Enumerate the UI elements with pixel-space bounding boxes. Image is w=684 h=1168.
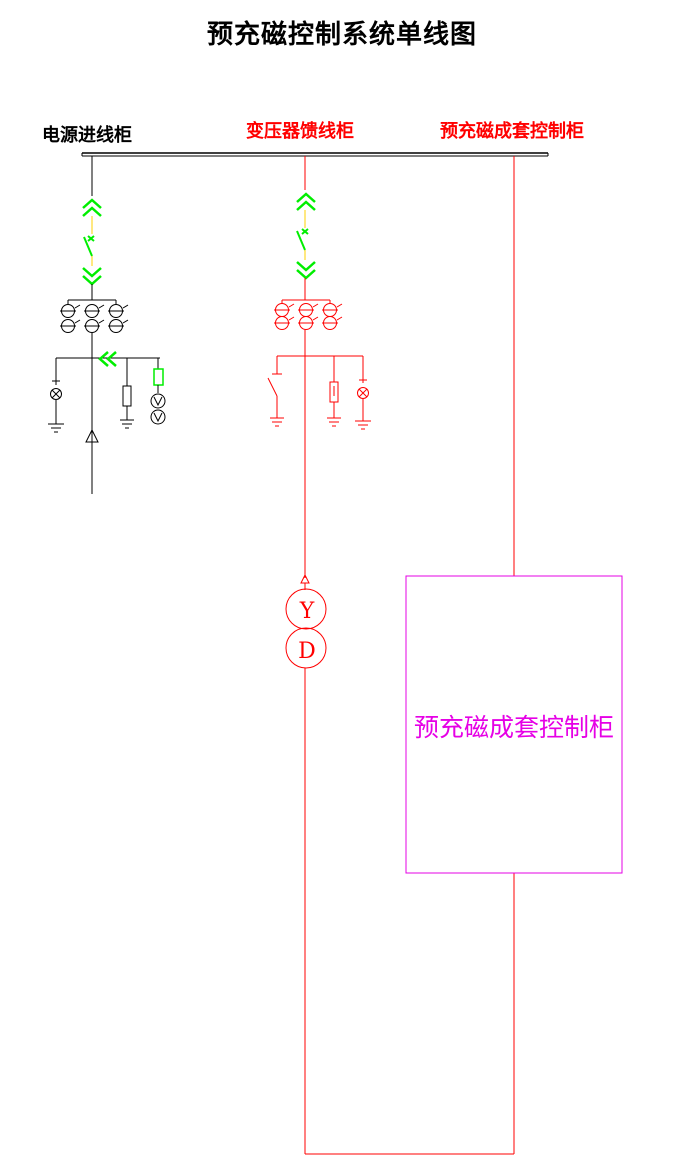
voltage-transformer-icon bbox=[150, 358, 166, 425]
cable-termination-icon bbox=[85, 428, 99, 443]
surge-arrester-icon bbox=[120, 358, 134, 429]
ground-icon bbox=[48, 423, 64, 433]
premag-control-box-label: 预充磁成套控制柜 bbox=[413, 713, 614, 742]
earthing-switch-icon bbox=[267, 356, 284, 427]
premag-control-cabinet-box bbox=[405, 575, 623, 874]
current-transformer-icon bbox=[274, 299, 343, 330]
upper-disconnect-contact-icon bbox=[82, 198, 102, 217]
incoming-cabinet-circuit bbox=[48, 156, 166, 494]
surge-arrester-icon bbox=[327, 356, 341, 427]
diagram-title: 预充磁控制系统单线图 bbox=[206, 20, 477, 50]
indicator-lamp-icon bbox=[355, 356, 371, 430]
incoming-cabinet-label: 电源进线柜 bbox=[42, 125, 132, 146]
transformer-secondary-label: D bbox=[298, 639, 316, 664]
feeder-cabinet-circuit bbox=[267, 156, 515, 1155]
transformer-feeder-label: 变压器馈线柜 bbox=[246, 121, 354, 142]
tap-contact-icon bbox=[98, 351, 117, 367]
busbar bbox=[81, 152, 549, 157]
transformer-primary-label: Y bbox=[299, 599, 315, 624]
current-transformer-icon bbox=[60, 299, 129, 333]
indicator-lamp-icon bbox=[50, 358, 62, 424]
circuit-breaker-icon bbox=[83, 235, 95, 257]
transformer-icon bbox=[285, 588, 327, 669]
lower-disconnect-contact-icon bbox=[82, 267, 102, 286]
upper-disconnect-contact-icon bbox=[296, 192, 316, 211]
premag-control-cabinet-label: 预充磁成套控制柜 bbox=[440, 121, 584, 142]
circuit-breaker-icon bbox=[296, 228, 309, 251]
lower-disconnect-contact-icon bbox=[296, 261, 316, 280]
